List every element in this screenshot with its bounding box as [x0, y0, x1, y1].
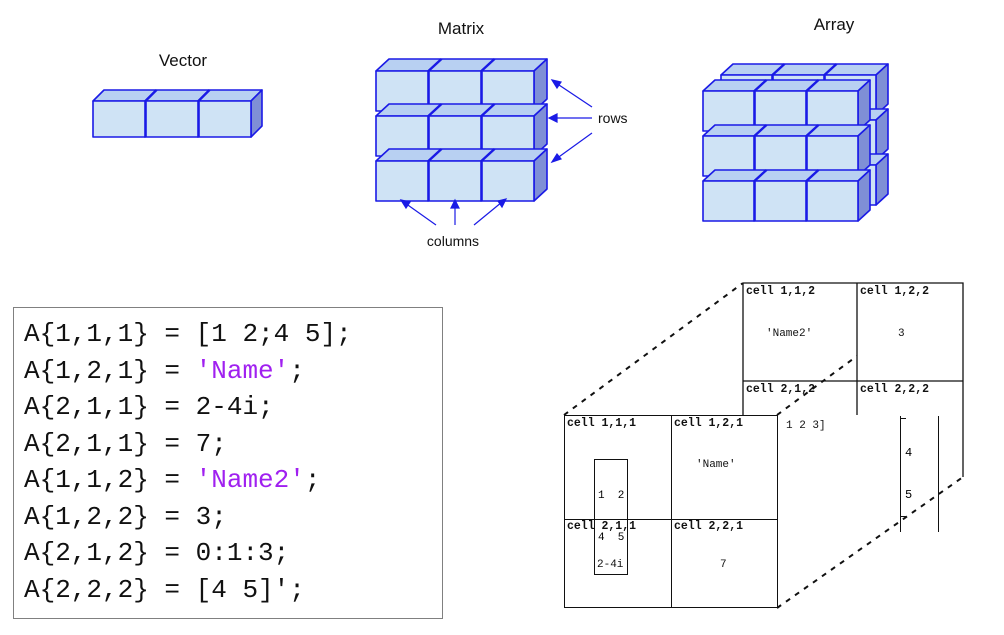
- cell-2-2-1: cell 2,2,1 7: [672, 519, 777, 607]
- cell-title: cell 1,1,2: [746, 285, 816, 298]
- code-text: ;: [289, 355, 305, 386]
- code-text: ;: [304, 465, 321, 495]
- cell-value: 3: [898, 328, 905, 340]
- cell-title: cell 2,2,1: [674, 520, 744, 533]
- code-line: A{2,2,2} = [4 5]';: [24, 572, 442, 609]
- code-text: 7;: [195, 428, 227, 459]
- rows-arrows: [547, 79, 593, 164]
- vector-cubes: [92, 89, 263, 138]
- column-vector: 4 5: [900, 416, 939, 532]
- code-text: A{2,1,2} =: [24, 538, 196, 568]
- vector-title: Vector: [159, 51, 208, 70]
- code-text: A{1,2,2} =: [24, 501, 196, 532]
- code-line: A{1,1,1} = [1 2;4 5];: [24, 316, 442, 353]
- code-line: A{2,1,2} = 0:1:3;: [24, 535, 442, 572]
- code-listing: A{1,1,1} = [1 2;4 5];A{1,2,1} = 'Name';A…: [13, 307, 443, 619]
- cell-value: 'Name': [696, 459, 736, 471]
- vector-entry: 4: [905, 446, 913, 460]
- code-string-literal: 'Name': [195, 355, 290, 386]
- cube-face: [375, 160, 429, 202]
- cell-title: cell 2,1,2: [746, 383, 816, 396]
- matrix-row: 4 5: [598, 532, 625, 544]
- matrix-value: 1 2 4 5: [594, 459, 629, 575]
- cell-1-2-2: cell 1,2,2 3: [858, 284, 962, 380]
- array-title: Array: [814, 15, 855, 34]
- code-line: A{2,1,1} = 7;: [24, 426, 442, 463]
- matrix-title: Matrix: [438, 19, 485, 38]
- matrix-row: 1 2: [598, 490, 625, 502]
- code-text: A{2,1,1} =: [24, 392, 196, 422]
- code-line: A{1,2,2} = 3;: [24, 499, 442, 536]
- cell-array-3d-outline: [563, 282, 964, 609]
- cell-2-1-2: cell 2,1,2 1 2 3]: [744, 382, 856, 476]
- code-text: A{1,1,2} =: [24, 465, 196, 495]
- cell-value: 'Name2': [766, 328, 813, 340]
- cell-title: cell 1,1,1: [567, 417, 637, 430]
- code-line: A{1,2,1} = 'Name';: [24, 353, 442, 390]
- columns-label: columns: [427, 233, 479, 249]
- array-cubes: [702, 63, 889, 222]
- cell-value: 1 2 3]: [786, 420, 826, 432]
- code-text: A{2,2,2} =: [24, 574, 196, 605]
- code-text: A{2,1,1} =: [24, 428, 196, 459]
- cube-face: [754, 180, 807, 222]
- code-text: 2-4i;: [195, 392, 274, 422]
- cube-face: [702, 180, 755, 222]
- code-text: A{1,2,1} =: [24, 355, 196, 386]
- cell-1-2-1: cell 1,2,1 'Name': [672, 416, 777, 518]
- cube-face: [145, 100, 199, 138]
- cell-value: 2-4i: [597, 559, 624, 571]
- code-text: [1 2;4 5];: [195, 319, 352, 349]
- cell-title: cell 2,1,1: [567, 520, 637, 533]
- cell-1-1-1: cell 1,1,1 1 2 4 5: [565, 416, 670, 575]
- code-text: 0:1:3;: [195, 538, 290, 568]
- code-text: 3;: [195, 501, 227, 532]
- cube-face: [806, 180, 859, 222]
- columns-arrows: [399, 198, 508, 226]
- code-line: A{1,1,2} = 'Name2';: [24, 462, 442, 499]
- cell-2-2-2: cell 2,2,2 4 5: [858, 382, 962, 532]
- cell-title: cell 2,2,2: [860, 383, 930, 396]
- cell-title: cell 1,2,1: [674, 417, 744, 430]
- cell-title: cell 1,2,2: [860, 285, 930, 298]
- code-text: [4 5]';: [195, 574, 305, 605]
- cell-array-front-layer: [564, 415, 778, 608]
- matrix-cubes: [375, 58, 548, 202]
- cube-face: [92, 100, 146, 138]
- code-line: A{2,1,1} = 2-4i;: [24, 389, 442, 426]
- vector-entry: 5: [905, 488, 913, 502]
- cube-face: [428, 160, 482, 202]
- cube-face: [481, 160, 535, 202]
- cell-1-1-2: cell 1,1,2 'Name2': [744, 284, 856, 380]
- cube-face: [198, 100, 252, 138]
- rows-label: rows: [598, 110, 628, 126]
- cell-value: 7: [720, 559, 727, 571]
- code-string-literal: 'Name2': [195, 465, 305, 495]
- cell-2-1-1: cell 2,1,1 2-4i: [565, 519, 670, 607]
- code-text: A{1,1,1} =: [24, 319, 196, 349]
